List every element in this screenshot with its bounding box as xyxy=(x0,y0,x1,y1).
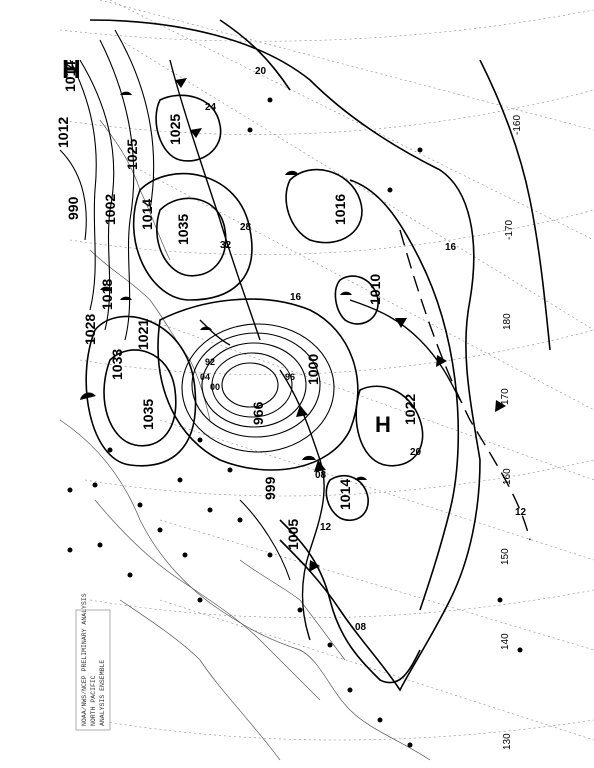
isobar-label: 20 xyxy=(255,66,267,77)
chart-header: NOAA/NWS/NCEP PRELIMINARY ANALYSIS NORTH… xyxy=(75,593,111,731)
center-value: 1002 xyxy=(102,194,118,225)
longitude-label: -160 xyxy=(512,115,523,135)
center-value: 1014 xyxy=(62,61,78,92)
center-value: 999 xyxy=(262,476,278,500)
center-value: 1025 xyxy=(167,114,183,145)
center-value: 1014 xyxy=(337,479,353,510)
header-line: ANALYSIS ENSEMBLE xyxy=(99,660,106,726)
isobar-label: 16 xyxy=(445,242,457,253)
fronts xyxy=(80,59,531,641)
longitude-label: 150 xyxy=(500,548,511,565)
center-value: 1014 xyxy=(139,199,155,230)
isobar-label: 12 xyxy=(320,522,332,533)
isobar-label: 16 xyxy=(290,292,302,303)
center-value: 1000 xyxy=(305,354,321,385)
isobar-label: 08 xyxy=(315,470,327,481)
center-letter: H xyxy=(375,412,391,437)
center-value: 1035 xyxy=(175,214,191,245)
isobar-label: 96 xyxy=(285,372,295,382)
longitude-labels: -160 -170 180 170 160 150 140 130 xyxy=(500,115,523,750)
longitude-label: 170 xyxy=(500,388,511,405)
header-line: NORTH PACIFIC xyxy=(90,675,97,726)
longitude-label: 160 xyxy=(502,468,513,485)
center-value: 1021 xyxy=(135,319,151,350)
center-value: 1025 xyxy=(124,139,140,170)
center-value: 990 xyxy=(65,196,81,220)
center-value: 1035 xyxy=(140,399,156,430)
center-value: 966 xyxy=(250,401,266,425)
isobar-label: 92 xyxy=(205,357,215,367)
center-value: 1012 xyxy=(55,117,71,148)
center-value: 1016 xyxy=(332,194,348,225)
longitude-label: 140 xyxy=(500,633,511,650)
center-value: 1010 xyxy=(367,274,383,305)
isobar-labels: 20 24 28 32 16 12 08 04 00 96 92 16 20 0… xyxy=(200,66,527,633)
center-letter: H xyxy=(62,54,81,84)
isobar-label: 04 xyxy=(200,372,210,382)
station-plots xyxy=(67,97,523,748)
isobar-label: 28 xyxy=(240,222,252,233)
isobar-label: 00 xyxy=(210,382,220,392)
isobar-label: 32 xyxy=(220,240,232,251)
center-value: 1028 xyxy=(82,314,98,345)
lat-lon-grid xyxy=(59,0,594,741)
longitude-label: 180 xyxy=(502,313,513,330)
center-value: 1018 xyxy=(99,279,115,310)
center-value: 1005 xyxy=(285,519,301,550)
longitude-label: -170 xyxy=(504,220,515,240)
center-value: 1033 xyxy=(109,349,125,380)
isobar-label: 20 xyxy=(410,447,422,458)
header-line: NOAA/NWS/NCEP PRELIMINARY ANALYSIS xyxy=(81,593,88,726)
pressure-centers: H 1014 1012 1035 1025 1025 990 1002 1014… xyxy=(55,54,418,550)
isobar-label: 08 xyxy=(355,622,367,633)
center-value: 1022 xyxy=(402,394,418,425)
isobar-label: 12 xyxy=(515,507,527,518)
isobars xyxy=(59,19,551,692)
longitude-label: 130 xyxy=(502,733,513,750)
isobar-label: 24 xyxy=(205,102,217,113)
